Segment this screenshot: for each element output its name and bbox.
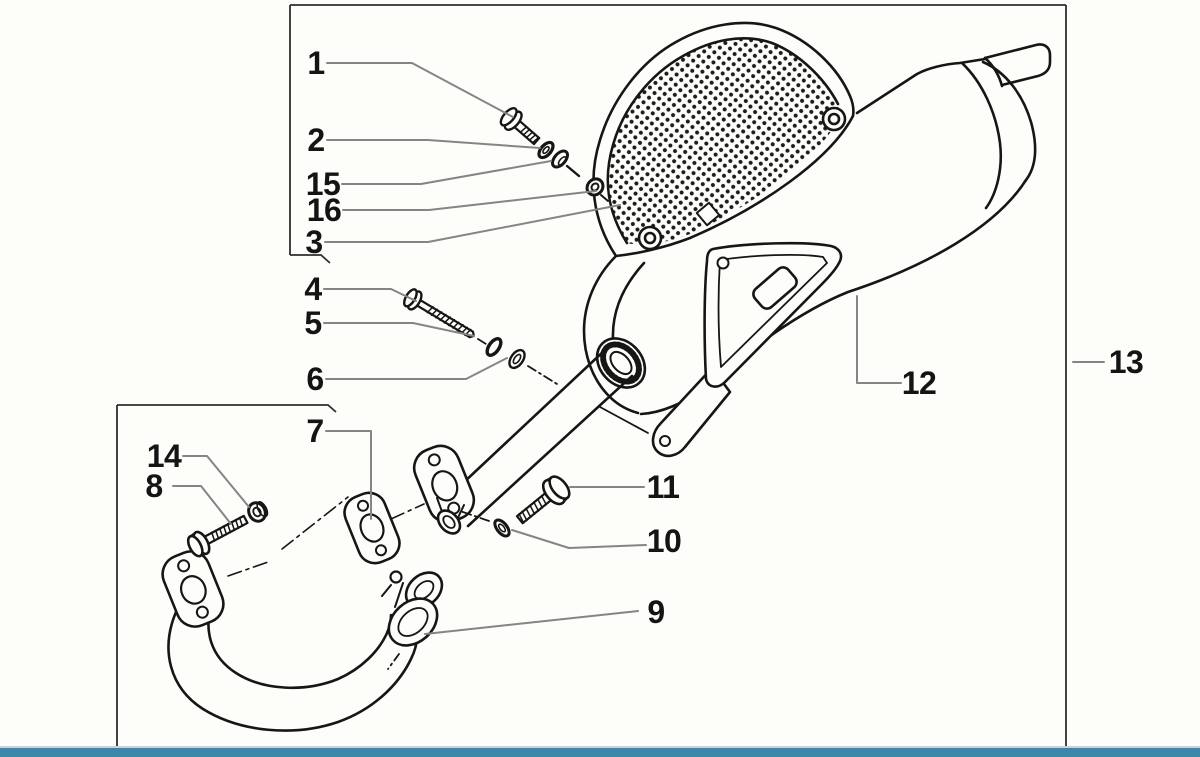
callout-5: 5 [304,305,322,341]
bracket-part-12 [651,241,843,458]
footer-bar [0,746,1200,757]
callout-6: 6 [306,361,324,397]
gasket-part-7 [343,491,401,565]
callout-8: 8 [145,468,163,504]
washer-part-6 [508,348,526,370]
callout-3: 3 [305,224,323,260]
bolt-part-8 [186,514,249,558]
callout-14: 14 [146,438,182,474]
header-flange [161,550,225,628]
callout-7: 7 [306,413,324,449]
inlet-pipe [444,348,634,528]
screw-part-4 [402,288,475,339]
callout-1: 1 [307,45,325,81]
muffler-inlet-cone [582,254,646,415]
callout-9: 9 [647,594,665,630]
bolt-part-11 [515,475,571,525]
callout-4: 4 [304,271,322,307]
leader-lines [172,62,1105,635]
callout-13: 13 [1108,344,1144,380]
heat-shield-part-3 [592,21,855,258]
grommet-part-15 [551,149,569,169]
inlet-joint-ring [595,337,647,389]
callout-2: 2 [307,122,325,158]
washer-part-10 [493,518,511,538]
nut-part-14 [247,501,269,523]
center-axis-line [227,496,425,577]
washer-part-5 [485,337,503,357]
callout-16: 16 [306,192,342,228]
inlet-pipe-stub [436,497,465,535]
callout-12: 12 [901,365,937,401]
callout-15: 15 [305,166,341,202]
exhaust-tip [983,43,1052,87]
callout-10: 10 [646,523,682,559]
screw-part-1 [499,107,541,146]
frame-lines [116,4,1067,747]
washer-part-2 [537,140,555,160]
callout-11: 11 [646,469,680,505]
